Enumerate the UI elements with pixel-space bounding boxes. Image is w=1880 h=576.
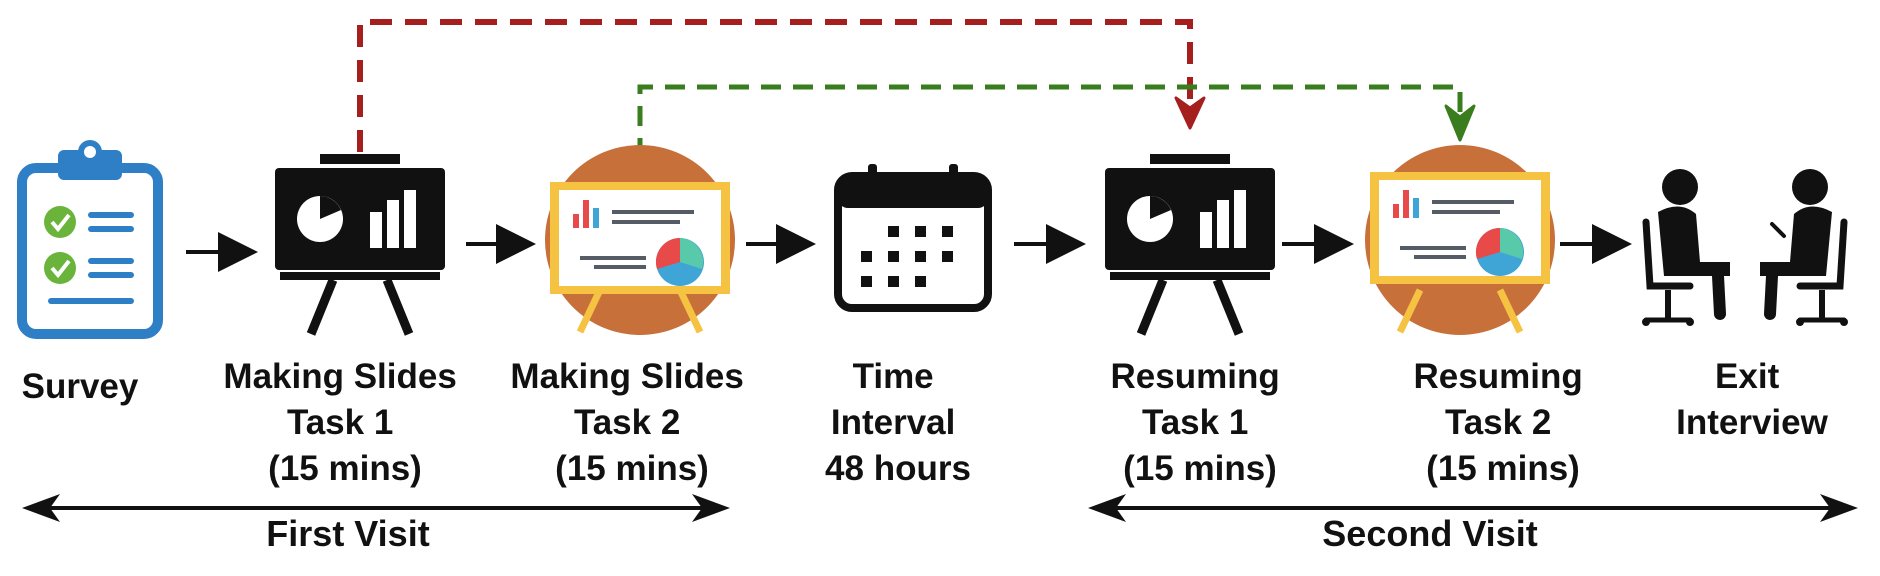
interview-people-icon: [1642, 169, 1848, 326]
stage-label-resuming-task-1: Resuming Task 1 (15 mins): [1111, 357, 1290, 488]
stage-label-survey: Survey: [22, 367, 139, 406]
stage-label-resuming-task-2: Resuming Task 2 (15 mins): [1414, 357, 1593, 488]
calendar-icon: [834, 164, 992, 312]
flow-arrows: [186, 224, 1632, 272]
stage-label-exit-interview: Exit Interview: [1676, 357, 1828, 442]
clipboard-checklist-icon: [17, 140, 163, 339]
slides-easel-icon: [545, 145, 735, 335]
green-dashed-link: [637, 84, 1476, 158]
red-dashed-link: [357, 19, 1206, 152]
second-visit-span-arrow: [1088, 494, 1858, 522]
stage-label-making-slides-task-2: Making Slides Task 2 (15 mins): [510, 357, 753, 488]
presentation-board-icon: [1105, 154, 1275, 336]
presentation-board-icon: [275, 154, 445, 336]
slides-easel-icon: [1365, 145, 1555, 335]
stage-label-making-slides-task-1: Making Slides Task 1 (15 mins): [223, 357, 466, 488]
first-visit-label: First Visit: [266, 513, 429, 554]
stage-label-time-interval: Time Interval 48 hours: [825, 357, 971, 488]
first-visit-span-arrow: [22, 494, 730, 522]
second-visit-label: Second Visit: [1322, 513, 1537, 554]
